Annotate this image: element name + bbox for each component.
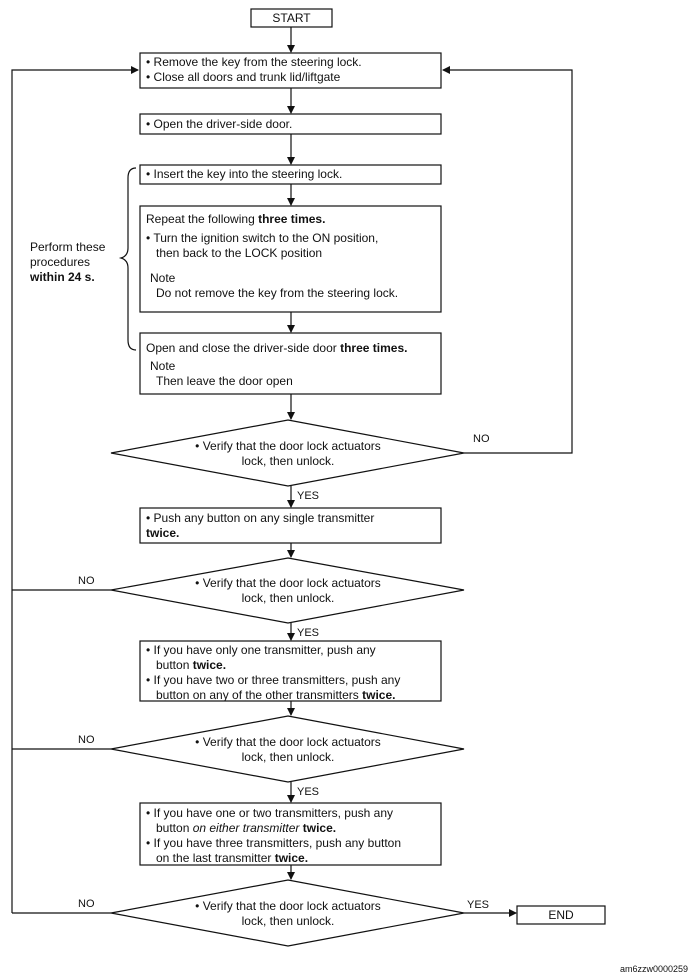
d2-no-label: NO [78, 575, 95, 587]
step8-text: • If you have one or two transmitters, p… [146, 806, 401, 866]
step1-line2: • Close all doors and trunk lid/liftgate [146, 70, 341, 84]
step5-note-text: Then leave the door open [156, 374, 293, 388]
end-box [516, 905, 606, 925]
step7-line4-bold: twice. [362, 688, 396, 702]
step6-line1: • Push any button on any single transmit… [146, 511, 375, 525]
decision4 [110, 879, 465, 947]
step5-line1-bold: three times. [340, 341, 408, 355]
decision3 [110, 715, 465, 783]
decision1-line1: • Verify that the door lock actuators [195, 439, 381, 453]
step1-line1: • Remove the key from the steering lock. [146, 55, 362, 69]
start-label: START [272, 11, 311, 25]
step4-text: Repeat the following three times. • Turn… [146, 212, 398, 301]
step7-line2-bold: twice. [192, 658, 227, 672]
decision1 [110, 419, 465, 487]
step8-line3: • If you have three transmitters, push a… [146, 836, 402, 850]
decision4-line2: lock, then unlock. [241, 914, 335, 928]
decision4-line1: • Verify that the door lock actuators [195, 899, 381, 913]
step8-line2a: button [156, 821, 193, 835]
decision3-text: • Verify that the door lock actuators lo… [111, 735, 465, 765]
step4-bullet1: • Turn the ignition switch to the ON pos… [146, 231, 379, 245]
figure-id: am6zzw0000259 [619, 964, 688, 974]
step7-line2: button [156, 658, 193, 672]
step5-note-label: Note [150, 359, 176, 373]
bracket-line3: within 24 s. [30, 270, 95, 284]
bracket-line2: procedures [30, 255, 91, 269]
step4-line1: Repeat the following [146, 212, 259, 226]
step7-line4: button on any of the other transmitters [156, 688, 363, 702]
step1-text: • Remove the key from the steering lock.… [146, 55, 362, 85]
step6-text: • Push any button on any single transmit… [146, 511, 374, 541]
step4-note-text: Do not remove the key from the steering … [156, 286, 399, 300]
d2-yes-label: YES [297, 627, 320, 639]
step8-line4-bold: twice. [274, 851, 309, 865]
decision2-text: • Verify that the door lock actuators lo… [111, 576, 465, 606]
decision1-text: • Verify that the door lock actuators lo… [111, 439, 465, 469]
step4-bullet1b: then back to the LOCK position [156, 246, 323, 260]
d1-no-label: NO [473, 433, 490, 445]
step8-line2-italic: on either transmitter [192, 821, 303, 835]
step1-box [139, 52, 442, 89]
step7-text: • If you have only one transmitter, push… [146, 643, 400, 703]
arrow-left-loop [11, 66, 139, 913]
step6-line2: twice. [146, 526, 180, 540]
step8-line2-bold: twice. [302, 821, 337, 835]
decision2 [110, 557, 465, 624]
brace-bracket [118, 167, 137, 351]
bracket-line1: Perform these [30, 240, 106, 254]
d4-no-label: NO [78, 898, 95, 910]
step2-text: • Open the driver-side door. [146, 117, 293, 131]
d3-no-label: NO [78, 734, 95, 746]
step6-box [139, 507, 442, 544]
decision3-line1: • Verify that the door lock actuators [195, 735, 381, 749]
step8-line1: • If you have one or two transmitters, p… [146, 806, 393, 820]
decision1-line2: lock, then unlock. [241, 454, 335, 468]
step5-text: Open and close the driver-side door thre… [146, 341, 407, 389]
step4-line1-bold: three times. [258, 212, 326, 226]
step4-note-label: Note [150, 271, 176, 285]
decision3-line2: lock, then unlock. [241, 750, 335, 764]
d4-yes-label: YES [467, 899, 490, 911]
decision2-line1: • Verify that the door lock actuators [195, 576, 381, 590]
d3-yes-label: YES [297, 786, 320, 798]
step7-box [139, 640, 442, 702]
decision4-text: • Verify that the door lock actuators lo… [111, 899, 465, 929]
d1-yes-label: YES [297, 490, 320, 502]
decision2-line2: lock, then unlock. [241, 591, 335, 605]
step5-line1: Open and close the driver-side door [146, 341, 341, 355]
step3-text: • Insert the key into the steering lock. [146, 167, 343, 181]
end-label: END [548, 908, 574, 922]
step7-line1: • If you have only one transmitter, push… [146, 643, 376, 657]
bracket-note: Perform these procedures within 24 s. [30, 240, 105, 285]
step7-line3: • If you have two or three transmitters,… [146, 673, 401, 687]
step8-line4: on the last transmitter [156, 851, 275, 865]
arrow-d1-no-loop [442, 66, 573, 454]
